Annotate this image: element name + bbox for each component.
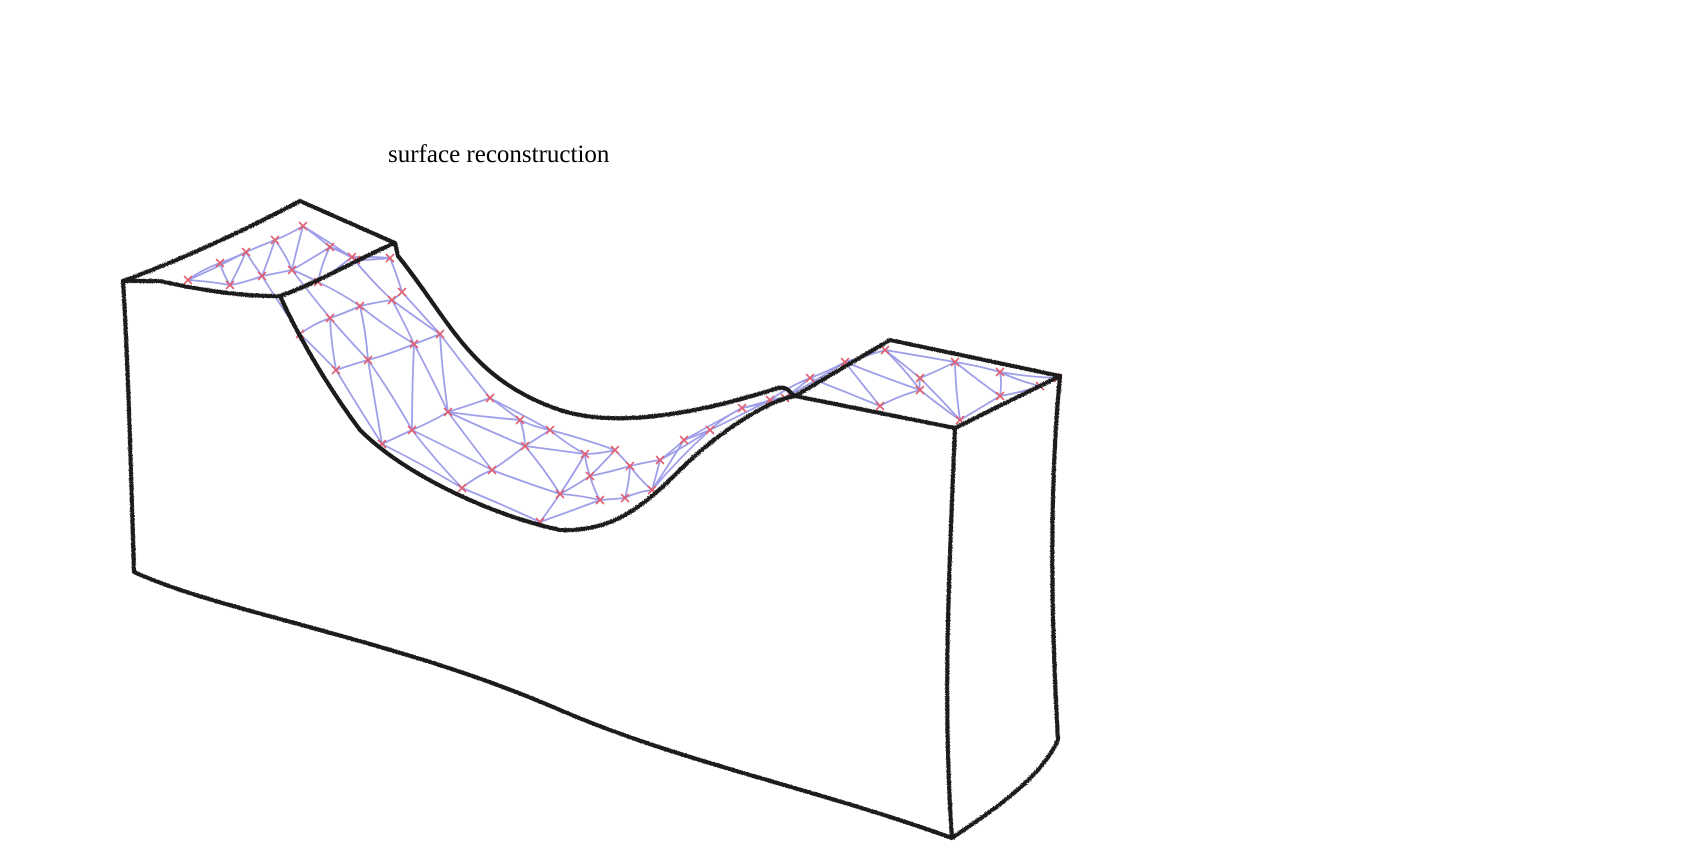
mesh-edge xyxy=(955,362,960,420)
mesh-edge xyxy=(448,412,492,470)
mesh-edge xyxy=(550,430,615,450)
mesh-edge xyxy=(318,282,360,306)
mesh-edge xyxy=(525,430,550,446)
mesh-edge xyxy=(262,270,292,276)
mesh-edge xyxy=(188,280,230,285)
mesh-edge xyxy=(600,498,625,500)
sample-point-x-mark xyxy=(877,403,884,410)
valley-back-edge xyxy=(395,243,795,418)
right-block-corner-edge xyxy=(947,428,955,838)
mesh-edge xyxy=(920,378,921,390)
mesh-edge xyxy=(525,446,560,494)
right-top-face-edge xyxy=(795,340,1060,428)
mesh-edge xyxy=(785,362,845,398)
mesh-edge xyxy=(412,430,462,488)
mesh-edge xyxy=(360,300,392,306)
right-block-side-edge xyxy=(952,376,1060,838)
mesh-edge xyxy=(412,344,414,430)
front-bottom-edge xyxy=(134,572,952,838)
mesh-edge xyxy=(630,460,660,466)
mesh-edge xyxy=(660,430,710,460)
mesh-edge xyxy=(303,226,356,260)
mesh-edge xyxy=(560,476,590,494)
mesh-edge xyxy=(412,412,448,430)
mesh-edge xyxy=(448,412,520,420)
mesh-edge xyxy=(368,344,414,360)
mesh-edge xyxy=(440,334,448,412)
mesh-edge xyxy=(880,390,920,406)
mesh-edge xyxy=(300,318,330,334)
mesh-edge xyxy=(330,318,336,370)
sample-point-x-mark xyxy=(707,427,714,434)
mesh-edge xyxy=(585,450,615,454)
mesh-edge xyxy=(520,420,525,446)
left-block-front-edge xyxy=(123,281,134,572)
mesh-edge xyxy=(330,318,368,360)
mesh-edge xyxy=(330,306,360,318)
valley-front-edge xyxy=(280,296,795,530)
mesh-edge xyxy=(246,252,262,276)
mesh-edge xyxy=(462,488,540,522)
mesh-edge xyxy=(448,398,490,412)
mesh-edge xyxy=(390,258,402,292)
left-top-face-edge xyxy=(123,201,395,296)
sample-point-x-mark xyxy=(243,249,250,256)
mesh-edge xyxy=(292,226,303,270)
mesh-edge xyxy=(525,446,585,454)
mesh-edge xyxy=(1000,372,1001,396)
mesh-edge xyxy=(1000,372,1040,386)
mesh-edge xyxy=(414,334,440,344)
mesh-edge xyxy=(462,470,492,488)
mesh-edge xyxy=(402,292,440,334)
mesh-edge xyxy=(590,476,600,500)
mesh-edge xyxy=(220,263,230,285)
mesh-edge xyxy=(382,430,412,444)
mesh-edge xyxy=(560,494,600,500)
mesh-edge xyxy=(352,257,392,300)
mesh-edge xyxy=(275,240,292,270)
mesh-edge xyxy=(492,470,560,494)
mesh-edge xyxy=(920,378,960,420)
block-outline xyxy=(123,201,1060,838)
mesh-edge xyxy=(920,390,960,420)
mesh-edge xyxy=(275,226,303,240)
sample-point-x-mark xyxy=(459,485,466,492)
mesh-edge xyxy=(382,444,462,488)
mesh-edge xyxy=(625,466,630,498)
mesh-edge xyxy=(336,360,368,370)
mesh-edge xyxy=(920,362,955,378)
triangle-mesh xyxy=(188,226,1058,522)
mesh-edge xyxy=(412,430,492,470)
mesh-edge xyxy=(492,446,525,470)
